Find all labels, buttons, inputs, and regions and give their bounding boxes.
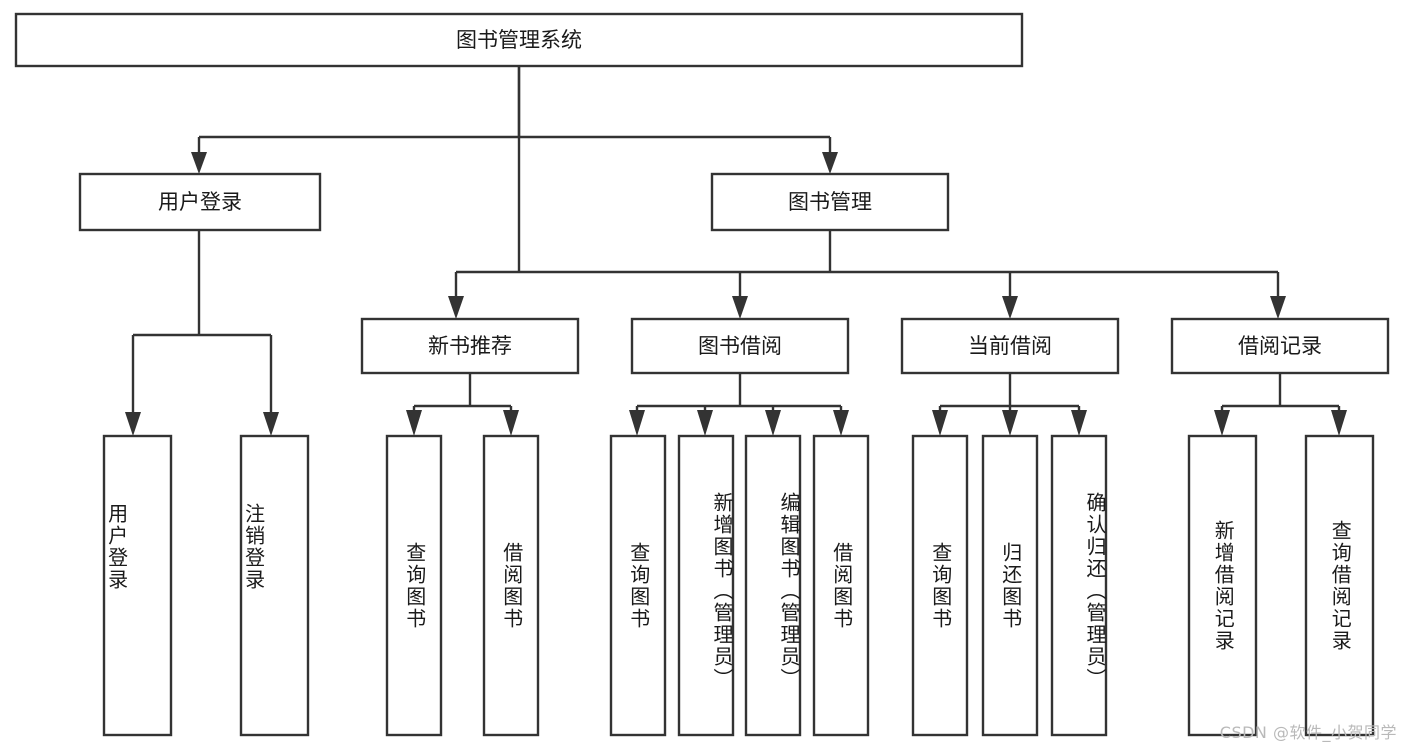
- connector-group-user-login: [125, 230, 279, 436]
- leaf-box-leaf-query-record[interactable]: [1304, 434, 1375, 737]
- node-new-book-recommend-box[interactable]: [360, 317, 580, 375]
- node-book-borrow-box[interactable]: [630, 317, 850, 375]
- connector-group-book-manage: [448, 230, 1286, 319]
- node-book-borrow-label: 图书借阅: [698, 334, 782, 358]
- arrow-head-leaf-logout: [263, 412, 279, 436]
- leaf-box-leaf-query-book-2[interactable]: [609, 434, 667, 737]
- arrow-head-leaf-borrow-book-2: [833, 410, 849, 436]
- leaf-box-leaf-add-record[interactable]: [1187, 434, 1258, 737]
- node-book-manage-label: 图书管理: [788, 190, 872, 214]
- arrow-head-leaf-edit-book: [765, 410, 781, 436]
- arrow-head-current-borrow: [1002, 296, 1018, 319]
- node-current-borrow-box[interactable]: [900, 317, 1120, 375]
- arrow-head-leaf-add-record: [1214, 410, 1230, 436]
- node-user-login-label: 用户登录: [158, 190, 242, 214]
- leaf-box-leaf-logout[interactable]: [239, 434, 310, 737]
- arrow-head-user-login: [191, 152, 207, 174]
- node-book-manage[interactable]: 图书管理: [710, 172, 950, 232]
- node-borrow-record-box[interactable]: [1170, 317, 1390, 375]
- connector-group-book-borrow: [629, 373, 849, 436]
- leaf-box-leaf-return-book[interactable]: [981, 434, 1039, 737]
- arrow-head-leaf-confirm-return: [1071, 410, 1087, 436]
- arrow-head-leaf-query-record: [1331, 410, 1347, 436]
- arrow-head-book-manage: [822, 152, 838, 174]
- node-root-label: 图书管理系统: [456, 28, 582, 52]
- arrow-head-new-book-recommend: [448, 296, 464, 319]
- arrow-head-borrow-record: [1270, 296, 1286, 319]
- node-user-login-box[interactable]: [78, 172, 322, 232]
- node-user-login[interactable]: 用户登录: [78, 172, 322, 232]
- arrow-head-leaf-return-book: [1002, 410, 1018, 436]
- connector-group-current-borrow: [932, 373, 1087, 436]
- leaf-box-leaf-borrow-book-1[interactable]: [482, 434, 540, 737]
- arrow-head-book-borrow: [732, 296, 748, 319]
- node-borrow-record[interactable]: 借阅记录: [1170, 317, 1390, 375]
- leaf-box-leaf-borrow-book-2[interactable]: [812, 434, 870, 737]
- arrow-head-leaf-query-book-3: [932, 410, 948, 436]
- leaf-box-group: [102, 434, 1375, 737]
- arrow-head-leaf-query-book-2: [629, 410, 645, 436]
- node-book-manage-box[interactable]: [710, 172, 950, 232]
- arrow-head-leaf-user-login: [125, 412, 141, 436]
- node-root-box[interactable]: [14, 12, 1024, 68]
- connector-group-borrow-record: [1214, 373, 1347, 436]
- node-book-borrow[interactable]: 图书借阅: [630, 317, 850, 375]
- leaf-box-leaf-edit-book[interactable]: [744, 434, 802, 737]
- leaf-box-leaf-query-book-1[interactable]: [385, 434, 443, 737]
- watermark-text: CSDN @软件_小贺同学: [1219, 723, 1397, 742]
- connector-group-new-book-recommend: [406, 373, 519, 436]
- leaf-box-leaf-add-book[interactable]: [677, 434, 735, 737]
- leaf-box-leaf-confirm-return[interactable]: [1050, 434, 1108, 737]
- arrow-head-leaf-borrow-book-1: [503, 410, 519, 436]
- arrow-head-leaf-query-book-1: [406, 410, 422, 436]
- node-root[interactable]: 图书管理系统: [14, 12, 1024, 68]
- arrow-head-leaf-add-book: [697, 410, 713, 436]
- node-new-book-recommend[interactable]: 新书推荐: [360, 317, 580, 375]
- node-new-book-recommend-label: 新书推荐: [428, 334, 512, 358]
- node-current-borrow[interactable]: 当前借阅: [900, 317, 1120, 375]
- node-borrow-record-label: 借阅记录: [1238, 334, 1322, 358]
- leaf-box-leaf-user-login[interactable]: [102, 434, 173, 737]
- node-current-borrow-label: 当前借阅: [968, 334, 1052, 358]
- leaf-box-leaf-query-book-3[interactable]: [911, 434, 969, 737]
- connector-group-root: [191, 66, 838, 272]
